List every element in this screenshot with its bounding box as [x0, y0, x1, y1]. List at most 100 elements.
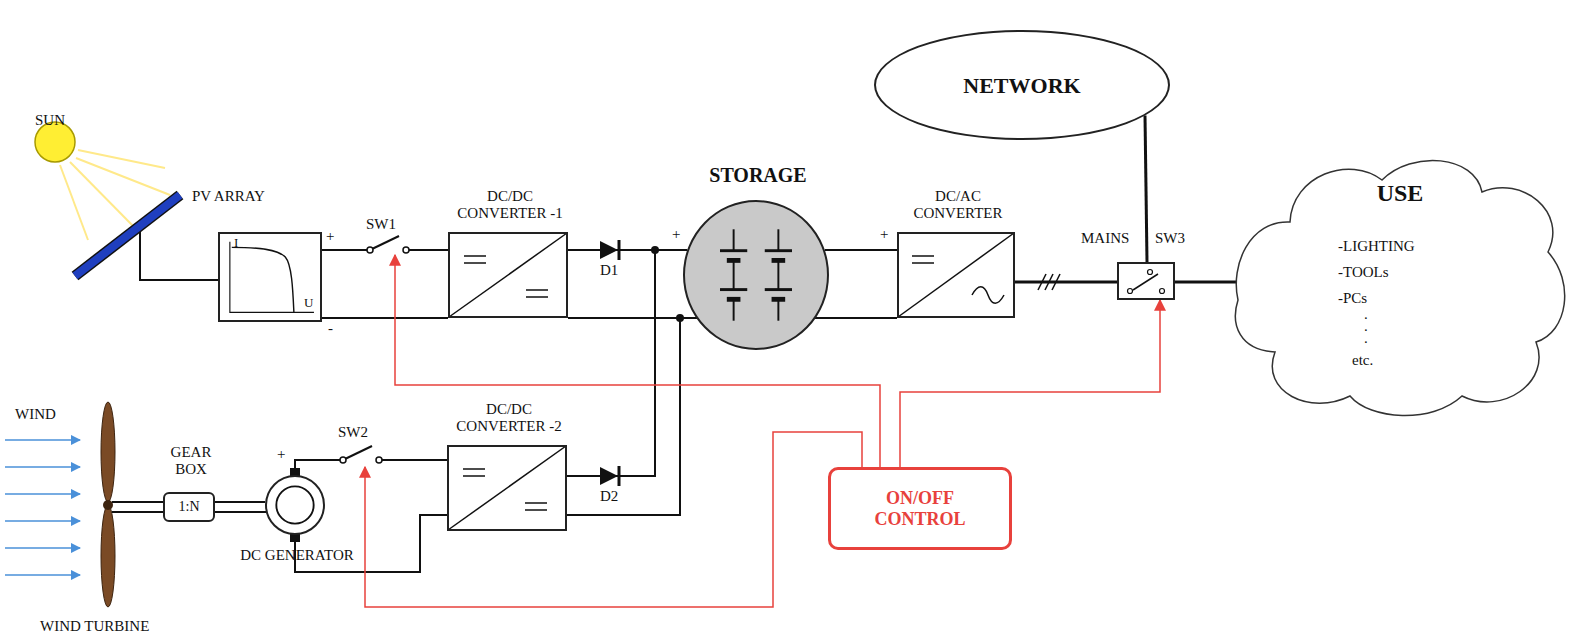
- sun-symbol: [76, 158, 170, 195]
- wire-connector: [1175, 281, 1238, 284]
- wind-turbine: [101, 402, 115, 502]
- mains-switch: [1128, 270, 1165, 294]
- control-lines: [365, 432, 862, 607]
- lower-wires: [815, 317, 897, 319]
- three-phase-marks: [1038, 274, 1060, 290]
- lower-wires: [295, 515, 447, 572]
- pv-array-box: [232, 247, 294, 312]
- control-connector: [900, 300, 1160, 467]
- dcac-symbol: [898, 233, 1014, 317]
- wind-arrows: [5, 493, 80, 495]
- node-text: -PCs: [1338, 290, 1367, 307]
- lower-wires: [567, 318, 680, 515]
- dcac-symbol: [898, 233, 1014, 317]
- storage-circle: [765, 249, 792, 252]
- junction-dots: [651, 246, 659, 254]
- dcdc-symbol: [464, 255, 486, 257]
- wind-turbine: [101, 505, 115, 607]
- wind-turbine: [103, 500, 113, 510]
- storage-circle: [765, 288, 792, 291]
- storage-circle: [685, 202, 827, 348]
- node-text: DC/AC CONVERTER: [891, 188, 1025, 223]
- storage-circle: [777, 299, 779, 320]
- generator-terminals: [290, 468, 300, 542]
- node-text: SW3: [1155, 230, 1185, 247]
- part-label: WIND TURBINE: [40, 618, 149, 635]
- node-text: DC/DC CONVERTER -1: [443, 188, 577, 223]
- diode-d2: [600, 467, 618, 485]
- switch-sw1: [367, 236, 409, 256]
- use-cloud: [1235, 160, 1564, 415]
- storage-circle: [720, 229, 792, 320]
- dc-generator-circle: [276, 486, 313, 523]
- dcdc-symbol: [526, 289, 548, 291]
- storage-circle: [733, 260, 735, 289]
- node-text: NETWORK: [876, 73, 1168, 98]
- dcdc-symbol: [463, 475, 485, 477]
- pv-array-box: [230, 242, 314, 313]
- part-label: +: [326, 228, 334, 245]
- wind-arrows: [5, 547, 80, 549]
- pv-panel: [140, 232, 218, 280]
- storage-circle: [777, 260, 779, 289]
- part-label: SUN: [35, 112, 65, 129]
- dcdc-symbol: [463, 468, 485, 470]
- wind-arrows: [5, 439, 80, 441]
- sun-symbol: [60, 165, 88, 240]
- storage-circle: [733, 229, 735, 250]
- node-text: 1:N: [165, 499, 213, 515]
- mains-switch: [1160, 289, 1165, 294]
- three-phase-marks: [1038, 274, 1046, 290]
- switch-sw2: [340, 457, 346, 463]
- storage-circle: STORAGE: [683, 200, 829, 350]
- pv-panel: [75, 195, 180, 276]
- dc-generator-circle: [267, 477, 323, 533]
- dcac-symbol: [912, 262, 934, 264]
- lower-wires: [295, 318, 897, 572]
- storage-circle: [720, 288, 747, 291]
- node-text: -LIGHTING: [1338, 238, 1415, 255]
- dcdc-symbol: [464, 262, 486, 264]
- part-label: +: [880, 226, 888, 243]
- node-text: GEAR BOX: [159, 444, 223, 479]
- pv-panel: [75, 195, 218, 280]
- mains-switch: [1128, 289, 1133, 294]
- pv-array-box: PV ARRAYIU: [218, 232, 322, 322]
- pv-panel: [75, 195, 180, 276]
- node-text: STORAGE: [675, 164, 841, 187]
- switch-sw2: [376, 457, 382, 463]
- part-label: -: [328, 320, 333, 337]
- node-text: I: [234, 236, 238, 251]
- lower-wires: [322, 317, 448, 319]
- node-text: PV ARRAY: [192, 188, 265, 205]
- dcdc-symbol: [448, 233, 567, 530]
- diode-d1: [600, 240, 619, 260]
- wire-connector: [1015, 281, 1117, 284]
- wind-arrows: [5, 520, 80, 522]
- mains-switch: [1148, 270, 1153, 275]
- node-text: ON/OFF CONTROL: [855, 488, 985, 529]
- wind-turbine: [215, 511, 267, 513]
- switch-sw1: [403, 247, 409, 253]
- part-label: +: [672, 226, 680, 243]
- storage-circle: [720, 249, 747, 252]
- part-label: D2: [600, 488, 618, 505]
- diode-d1: [618, 240, 621, 260]
- wire-connector: [1145, 116, 1147, 262]
- wind-arrows: [5, 440, 80, 575]
- diode-d2: [600, 466, 619, 486]
- dcac-symbol: [972, 287, 1004, 304]
- gearbox-box: GEAR BOX1:N: [163, 492, 215, 522]
- three-phase-marks: [1045, 274, 1053, 290]
- wind-turbine: [112, 501, 163, 503]
- switch-sw1: [367, 247, 373, 253]
- dcac-symbol: [912, 255, 934, 257]
- wire-connector: [825, 249, 897, 251]
- part-label: D1: [600, 262, 618, 279]
- part-label: SW2: [338, 424, 368, 441]
- wind-arrows: [5, 574, 80, 576]
- dcdc-symbol: [525, 509, 547, 511]
- switch-sw2: [340, 446, 382, 466]
- part-label: SW1: [366, 216, 396, 233]
